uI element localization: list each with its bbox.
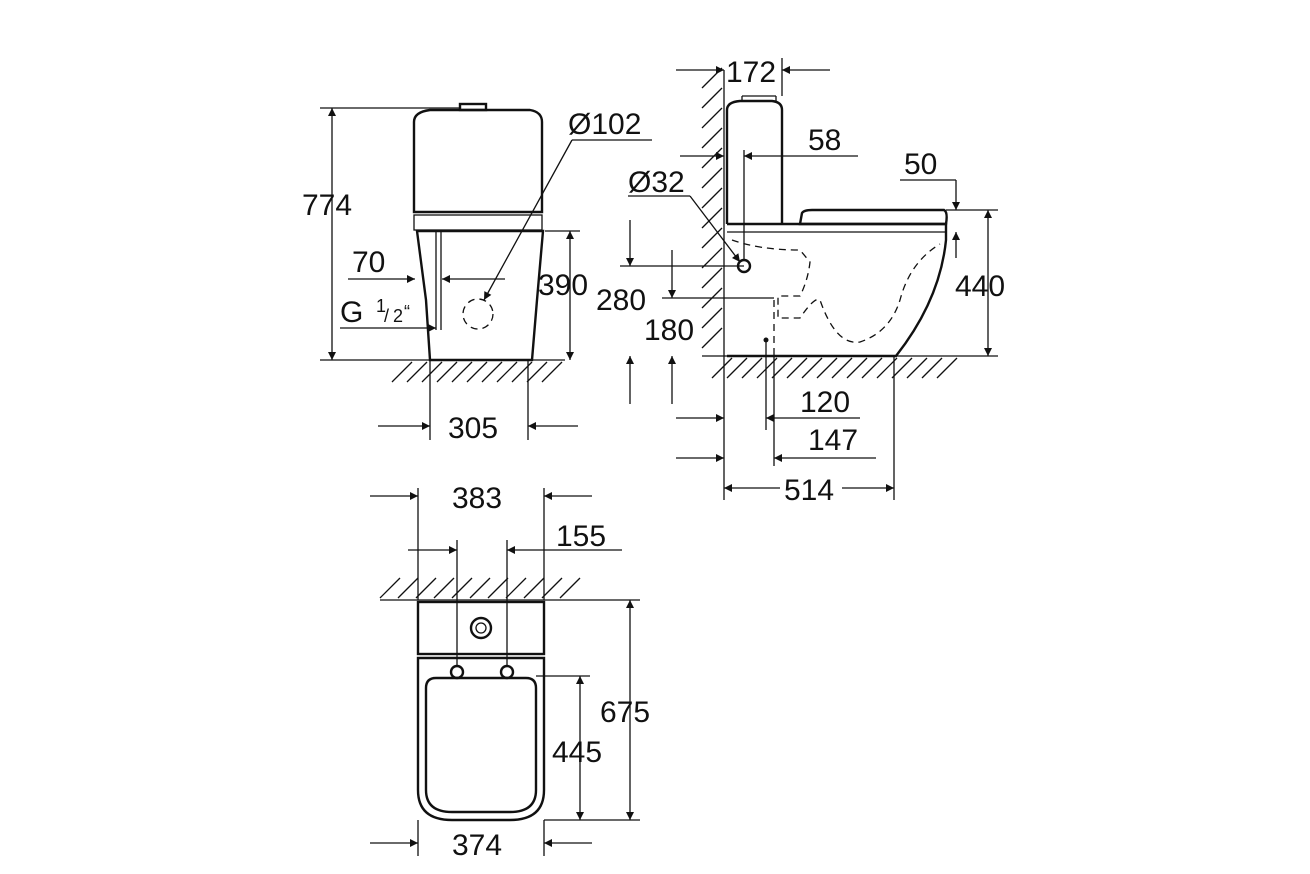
label-thread-den: 2	[393, 306, 403, 326]
label-675: 675	[600, 696, 650, 729]
front-tank-base	[413, 214, 543, 231]
label-120: 120	[800, 386, 850, 419]
side-tank	[725, 99, 784, 224]
side-view: 172 58 50 Ø32 280 180 440	[596, 56, 1005, 507]
label-thread-g: G	[340, 296, 363, 329]
label-374: 374	[452, 829, 502, 862]
front-outlet-circle	[462, 298, 494, 330]
top-seat-lid	[424, 676, 538, 814]
label-58: 58	[808, 124, 841, 157]
label-383: 383	[452, 482, 502, 515]
label-305: 305	[448, 412, 498, 445]
label-147: 147	[808, 424, 858, 457]
top-seat-outer	[416, 656, 546, 822]
flush-button	[458, 102, 488, 112]
top-tank	[416, 600, 546, 656]
top-wall-hatch	[379, 577, 581, 599]
side-floor-hatch	[711, 357, 958, 379]
label-d32: Ø32	[628, 166, 685, 199]
front-floor-hatch	[391, 361, 563, 383]
label-thread-slash: /	[384, 306, 389, 326]
wall-hatch	[701, 67, 723, 349]
top-flush-button	[469, 616, 493, 640]
side-outlet-mark	[763, 337, 769, 343]
fixing-right	[499, 664, 515, 680]
leader-32	[689, 195, 741, 263]
label-50: 50	[904, 148, 937, 181]
label-155: 155	[556, 520, 606, 553]
side-seat-lid	[798, 208, 948, 226]
label-172: 172	[726, 56, 776, 89]
label-445: 445	[552, 736, 602, 769]
label-390: 390	[538, 269, 588, 302]
label-440: 440	[955, 270, 1005, 303]
label-d102: Ø102	[568, 108, 641, 141]
side-bowl-trap	[731, 239, 941, 343]
front-view: 774 70 G 1 / 2 “ Ø102 390 305	[302, 102, 652, 445]
fixing-left	[449, 664, 465, 680]
label-280: 280	[596, 284, 646, 317]
label-514: 514	[784, 474, 834, 507]
label-774: 774	[302, 189, 352, 222]
front-tank	[412, 108, 544, 214]
label-70: 70	[352, 246, 385, 279]
leader-102	[483, 139, 573, 301]
side-bowl	[727, 222, 948, 358]
top-view: 383 155 675 445 374	[370, 482, 650, 862]
label-thread-num: 1	[376, 296, 386, 316]
front-bowl	[415, 229, 545, 362]
label-thread-mark: “	[404, 302, 410, 322]
label-180: 180	[644, 314, 694, 347]
